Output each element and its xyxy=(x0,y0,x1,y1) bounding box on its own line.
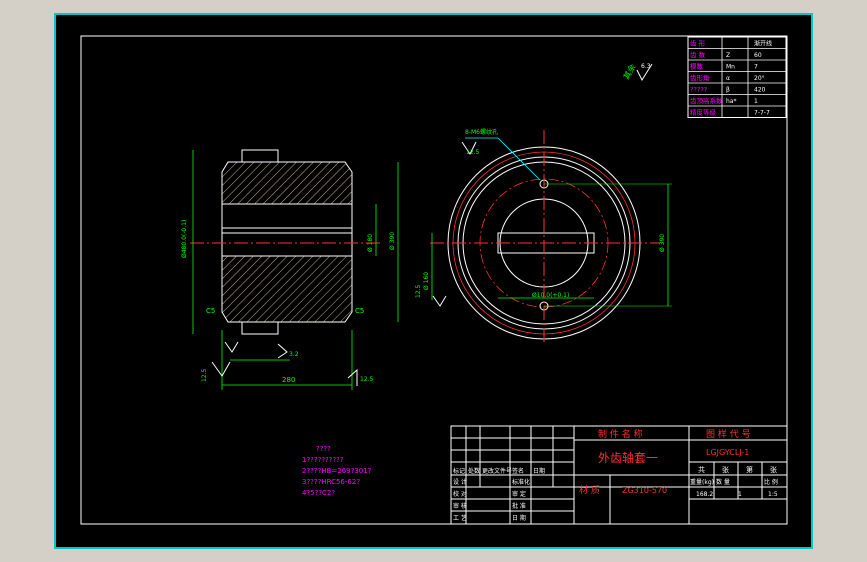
gear-table-name: 齿顶高系数 xyxy=(690,96,723,105)
drawing-border xyxy=(80,35,788,525)
chamfer-right: C5 xyxy=(355,307,364,315)
gear-table-value: 渐开线 xyxy=(754,40,772,48)
tb-drawing-no-header: 图 样 代 号 xyxy=(706,428,751,440)
dim-width-label: 280 xyxy=(282,376,295,384)
roughness-a-value: 12.5 xyxy=(201,368,208,382)
tb-left-header-2: 更改文件号 xyxy=(482,467,512,475)
tb-left-header-1: 处数 xyxy=(468,467,480,475)
chamfer-left: C5 xyxy=(206,307,215,315)
title-block xyxy=(450,425,788,525)
section-view: Ø480.0(-0.1) Ø 180 Ø 390 C5 C5 280 12.5 … xyxy=(181,149,399,390)
roughness-c-value: 3.2 xyxy=(289,351,299,358)
leader-roughness-value: 12.5 xyxy=(466,149,480,156)
section-lower-wall xyxy=(221,255,353,323)
notes-line-4: 4?5??C2? xyxy=(302,489,335,497)
roughness-d-mark xyxy=(347,368,358,386)
gear-table-name: 齿形角 xyxy=(690,73,710,82)
drawing-paper xyxy=(54,13,813,549)
leader-roughness-mark xyxy=(461,141,477,155)
notes-line-2: 2????HB=269?301? xyxy=(302,467,372,475)
front-left-roughness-mark xyxy=(432,295,447,307)
tb-material: ZG310-570 xyxy=(622,486,667,495)
gear-table-value: 20° xyxy=(754,75,765,82)
notes-line-3: 3????HRC56-62? xyxy=(302,478,360,486)
front-view: 8-M6螺纹孔 12.5 Ø10.0(+0.1) Ø 390 Ø 160 12.… xyxy=(415,128,672,345)
dim-right-label: Ø 390 xyxy=(389,232,396,250)
section-bore xyxy=(221,203,353,257)
tb-weight-h-1: 数 量 xyxy=(716,478,730,486)
tb-weight-v-1: 1 xyxy=(738,491,742,498)
roughness-a-mark xyxy=(211,361,231,377)
gear-table-name: 齿 形 xyxy=(690,40,706,48)
gear-table-frame xyxy=(687,36,787,118)
tb-row-0-label: 设 计 xyxy=(453,478,467,486)
tb-part-name: 外齿轴套一 xyxy=(598,450,658,465)
tb-part-name-header: 制 件 名 称 xyxy=(598,428,643,440)
tb-stage-1: 张 xyxy=(722,465,729,474)
bottom-key xyxy=(241,321,279,335)
hole-leader-label: 8-M6螺纹孔 xyxy=(465,128,498,136)
roughness-c-mark xyxy=(277,343,288,359)
tb-drawing-no: LGJGYCLJ-1 xyxy=(706,448,749,457)
gear-table-symbol: α xyxy=(726,75,730,82)
gear-table-name: 模数 xyxy=(690,62,704,71)
title-block-text: 制 件 名 称 图 样 代 号 外齿轴套一 LGJGYCLJ-1 材 质 ZG3… xyxy=(453,428,778,522)
front-left-dim-label: Ø 160 xyxy=(423,272,430,290)
tb-row-3-role: 日 期 xyxy=(512,514,526,522)
front-right-dim-label: Ø 390 xyxy=(659,234,666,252)
tb-stage-2: 第 xyxy=(746,465,753,474)
tb-left-header-4: 日期 xyxy=(533,467,545,475)
tb-stage-3: 张 xyxy=(770,465,777,474)
front-left-roughness-value: 12.5 xyxy=(415,284,422,298)
roughness-general-value: 6.3 xyxy=(641,63,651,70)
tb-row-2-role: 批 准 xyxy=(512,502,526,510)
tb-row-0-role: 标准化 xyxy=(512,478,530,486)
tb-material-label: 材 质 xyxy=(579,484,600,496)
tb-weight-h-2: 比 例 xyxy=(764,478,778,486)
gear-table-name: 齿 数 xyxy=(690,50,706,59)
gear-table-value: 60 xyxy=(754,52,762,59)
tb-weight-h-0: 重量(kg) xyxy=(690,478,714,486)
tb-weight-v-0: 168.2 xyxy=(696,491,713,498)
gear-table-value: 1 xyxy=(754,98,758,105)
dim-bore-label: Ø 180 xyxy=(367,234,374,252)
technical-notes: ???? 1?????????? 2????HB=269?301? 3????H… xyxy=(302,445,372,497)
gear-table-name: 精度等级 xyxy=(690,108,717,117)
keyway-dim-label: Ø10.0(+0.1) xyxy=(532,292,569,299)
tb-stage-0: 共 xyxy=(698,465,705,474)
tb-row-3-label: 工 艺 xyxy=(453,514,467,522)
top-key xyxy=(241,149,279,163)
tb-row-1-role: 审 定 xyxy=(512,490,526,498)
gear-table-value: 7-7-7 xyxy=(754,110,770,117)
gear-table-symbol: Mn xyxy=(726,64,735,71)
gear-table-value: 420 xyxy=(754,87,766,94)
gear-table-symbol: Z xyxy=(726,52,730,59)
gear-table-name: ????? xyxy=(690,86,707,94)
tb-left-header-0: 标记 xyxy=(453,467,465,475)
gear-table-symbol: β xyxy=(726,87,730,94)
section-upper-wall xyxy=(221,161,353,205)
tb-weight-v-2: 1:5 xyxy=(768,491,778,498)
hole-leader-line xyxy=(497,137,541,181)
tb-left-header-3: 签名 xyxy=(512,467,524,475)
roughness-b-mark xyxy=(224,341,239,353)
tb-row-2-label: 审 核 xyxy=(453,502,467,510)
gear-table-value: 7 xyxy=(754,64,758,71)
notes-title: ???? xyxy=(316,445,331,453)
roughness-d-value: 12.5 xyxy=(360,376,374,383)
gear-table-symbol: ha* xyxy=(726,98,736,105)
notes-line-1: 1?????????? xyxy=(302,456,344,464)
roughness-general-mark xyxy=(636,63,653,82)
tb-row-1-label: 校 对 xyxy=(453,490,467,498)
dim-left-label: Ø480.0(-0.1) xyxy=(181,220,188,258)
